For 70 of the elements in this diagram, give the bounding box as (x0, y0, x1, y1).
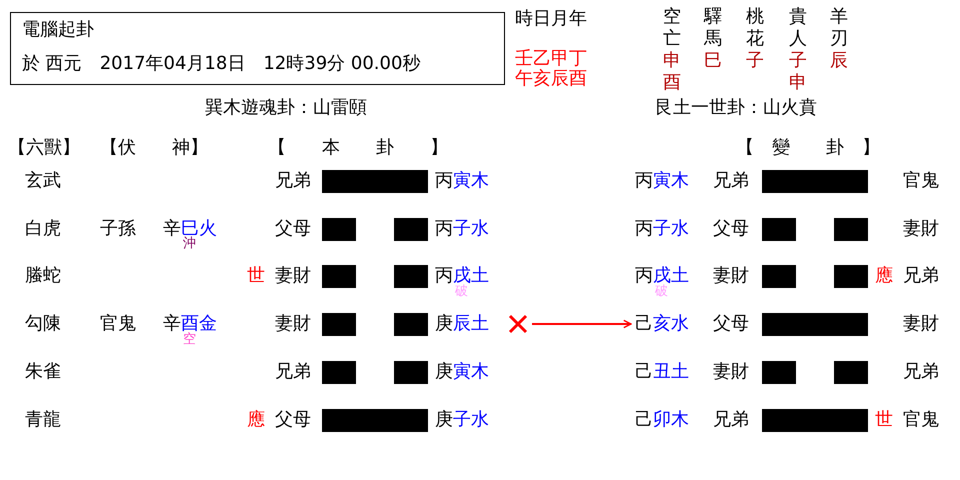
stem-branch: 庚子水 (435, 409, 489, 431)
star-heading: 驛馬 (704, 6, 723, 50)
self-mark: 世 (247, 265, 265, 287)
relation-text: 兄弟 (275, 361, 311, 383)
pillar-branches: 午亥辰酉 (515, 68, 587, 90)
spirit-name: 玄武 (25, 170, 61, 192)
star-value: 申酉 (663, 50, 682, 94)
relation-text: 妻財 (275, 313, 311, 335)
stem-branch: 丙子水 (435, 218, 489, 240)
info-box (10, 12, 505, 85)
pillar-heading: 時日月年 (515, 8, 587, 30)
relation-text: 兄弟 (903, 265, 939, 287)
star-heading: 羊刃 (830, 6, 849, 50)
relation-text: 官鬼 (100, 313, 136, 335)
break-mark: 破 (455, 284, 468, 299)
break-mark: 破 (655, 284, 668, 299)
spirit-name: 勾陳 (25, 313, 61, 335)
star-heading: 貴人 (789, 6, 808, 50)
hexagram-title: 艮土一世卦：山火賁 (655, 97, 817, 119)
relation-text: 父母 (275, 409, 311, 431)
box-heading: 電腦起卦 (22, 19, 94, 41)
spirit-name: 螣蛇 (25, 265, 61, 287)
spirit-name: 白虎 (25, 218, 61, 240)
column-heading: 【六獸】 (8, 137, 80, 159)
stem-branch: 丙戌土 (635, 265, 689, 286)
spirit-name: 青龍 (25, 409, 61, 431)
stem-branch: 己卯木 (635, 409, 689, 431)
cross-mark (508, 314, 528, 334)
relation-text: 妻財 (713, 265, 749, 287)
star-value: 子 (746, 50, 765, 72)
star-value: 子申 (789, 50, 808, 94)
relation-text: 妻財 (275, 265, 311, 287)
stem-branch: 丙子水 (635, 218, 689, 240)
stem-branch: 己亥水 (635, 313, 689, 335)
column-heading: 【 變 卦 】 (736, 137, 880, 159)
arrow (532, 320, 632, 328)
relation-text: 父母 (713, 218, 749, 240)
relation-text: 子孫 (100, 218, 136, 240)
stem-branch: 庚寅木 (435, 361, 489, 383)
relation-text: 兄弟 (275, 170, 311, 192)
relation-text: 父母 (275, 218, 311, 240)
stem-branch: 庚辰土 (435, 313, 489, 335)
relation-text: 兄弟 (713, 170, 749, 192)
self-mark: 世 (875, 409, 893, 431)
response-mark: 應 (247, 409, 265, 431)
column-heading: 【 本 卦 】 (268, 137, 448, 159)
column-heading: 【伏 神】 (100, 137, 208, 159)
relation-text: 官鬼 (903, 170, 939, 192)
response-mark: 應 (875, 265, 893, 287)
spirit-name: 朱雀 (25, 361, 61, 383)
stem-branch: 己丑土 (635, 361, 689, 383)
relation-text: 兄弟 (713, 409, 749, 431)
star-heading: 桃花 (746, 6, 765, 50)
date-text: 於 西元 2017年04月18日 12時39分 00.00秒 (22, 53, 420, 75)
stem-branch: 辛酉金 (163, 313, 217, 334)
relation-text: 父母 (713, 313, 749, 335)
stem-branch: 丙戌土 (435, 265, 489, 286)
relation-text: 妻財 (903, 313, 939, 335)
stem-branch: 丙寅木 (435, 170, 489, 192)
star-value: 巳 (704, 50, 723, 72)
relation-text: 妻財 (713, 361, 749, 383)
star-value: 辰 (830, 50, 849, 72)
pillar-stems: 壬乙甲丁 (515, 48, 587, 69)
void-mark: 空 (183, 332, 196, 347)
relation-text: 兄弟 (903, 361, 939, 383)
hexagram-title: 巽木遊魂卦：山雷頤 (205, 97, 367, 119)
star-heading: 空亡 (663, 6, 682, 50)
relation-text: 妻財 (903, 218, 939, 240)
stem-branch: 丙寅木 (635, 170, 689, 192)
relation-text: 官鬼 (903, 409, 939, 431)
